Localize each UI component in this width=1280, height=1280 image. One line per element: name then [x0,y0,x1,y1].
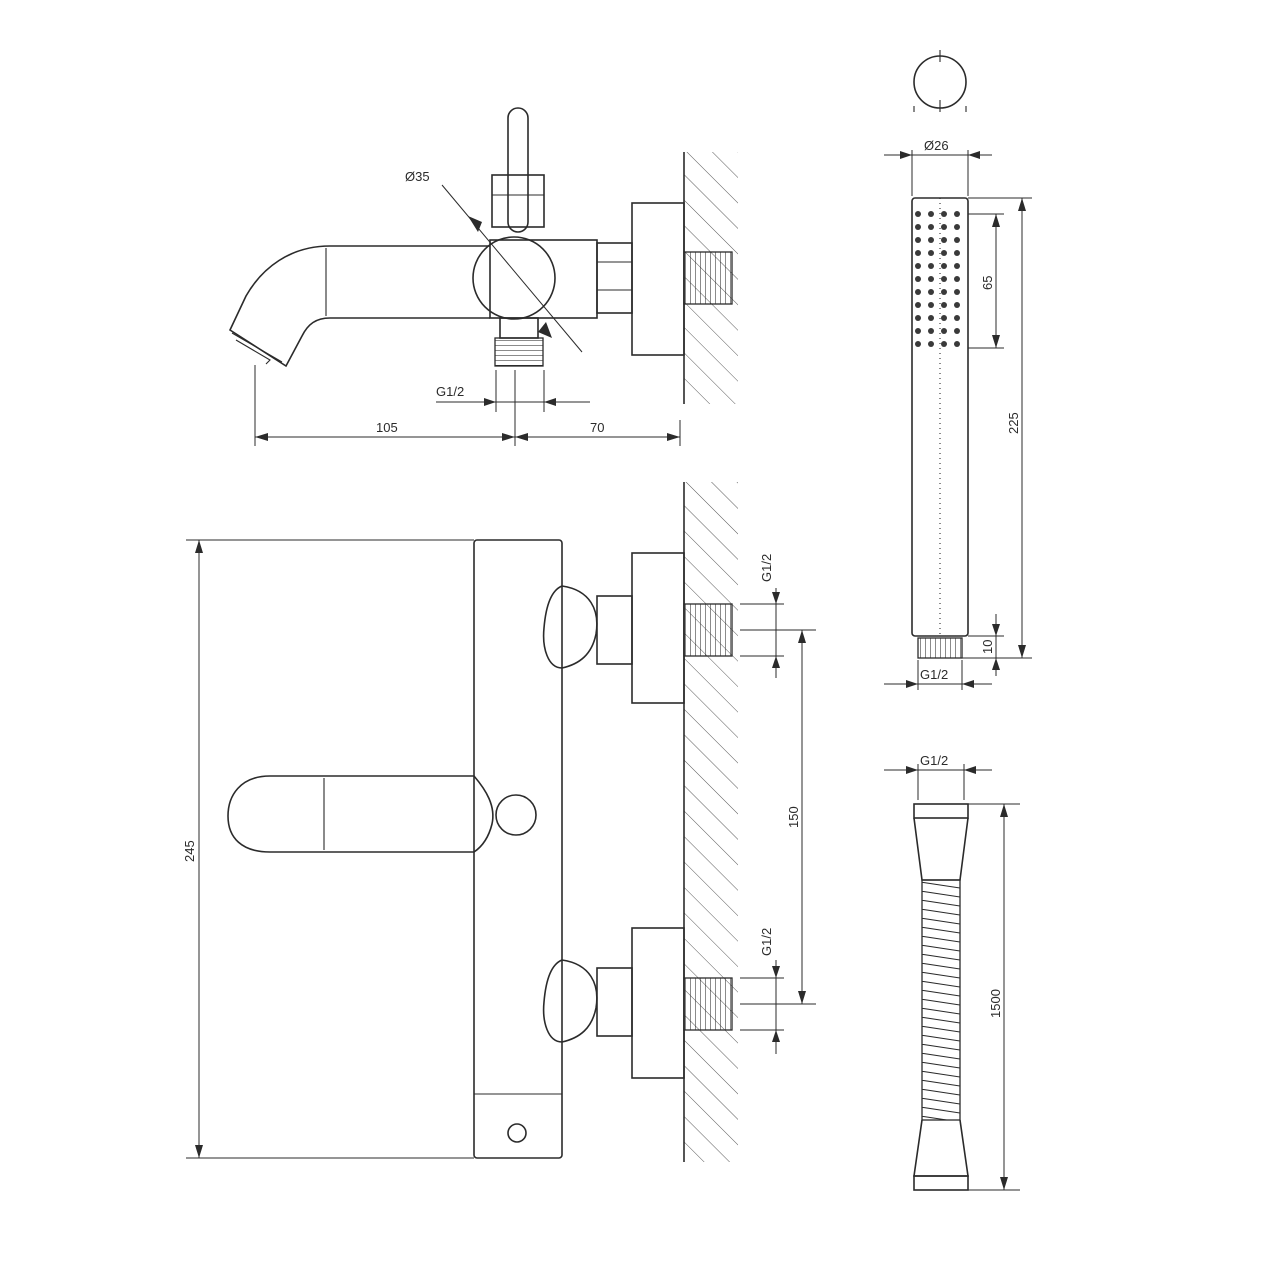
label-dim-spray: 65 [980,276,995,290]
wall-plate-lower [631,927,685,1079]
nozzle-dot [928,328,934,334]
label-thread-top: G1/2 [436,384,464,399]
nozzle-dot [915,341,921,347]
nozzle-dot [941,328,947,334]
nozzle-dot [954,302,960,308]
label-dim-thread-length: 10 [980,640,995,654]
nozzle-dot [928,263,934,269]
nozzle-dot [941,302,947,308]
nozzle-dot [915,276,921,282]
nozzle-dot [915,302,921,308]
nozzle-dot [941,224,947,230]
nozzle-dot [954,263,960,269]
nozzle-dot [941,341,947,347]
thermostat-body [473,539,563,1159]
wall-thread [683,251,733,305]
nozzle-dot [941,276,947,282]
label-dim-shower-length: 225 [1006,412,1021,434]
label-thread-shower: G1/2 [920,667,948,682]
diverter-knob [472,236,556,320]
nozzle-dot [954,289,960,295]
nozzle-dot [954,211,960,217]
nozzle-dot [954,341,960,347]
wall-plate-upper [631,552,685,704]
label-diameter-shower: Ø26 [924,138,949,153]
hose-top-cone [913,817,969,881]
hose-coil [921,879,961,1121]
inlet-thread-upper [683,603,733,657]
nozzle-dot [928,341,934,347]
hose-bottom-nut [913,1175,969,1191]
bath-spout [228,245,490,368]
nozzle-dot [928,302,934,308]
label-dim-centers: 150 [786,806,801,828]
nozzle-dot [915,211,921,217]
nozzle-dot [915,263,921,269]
nozzle-dot [915,250,921,256]
inlet-arm-lower [542,959,598,1043]
inlet-thread-lower [683,977,733,1031]
wall-hatch-bottom [684,482,738,1162]
nozzle-dot [954,276,960,282]
nozzle-dot [915,289,921,295]
label-thread-lower: G1/2 [759,928,774,956]
hand-shower-view: Ø26 65 225 10 G1/2 [884,50,1032,690]
nozzle-dot [915,237,921,243]
side-view: Ø35 G1/2 105 70 [228,107,738,446]
mixer-handle [227,775,474,853]
nozzle-dot [941,263,947,269]
hand-shower-thread [917,637,963,659]
nozzle-dot [941,289,947,295]
nozzle-dot [954,328,960,334]
nozzle-dot [954,237,960,243]
nozzle-dot [915,328,921,334]
front-view: 245 G1/2 150 G1/2 [182,482,816,1162]
temperature-button [495,794,537,836]
nozzle-dot [928,237,934,243]
nozzle-dot [954,315,960,321]
label-thread-upper: G1/2 [759,554,774,582]
label-thread-hose: G1/2 [920,753,948,768]
wall-plate [631,202,685,356]
nozzle-dot [954,250,960,256]
bottom-thread [494,337,544,367]
nozzle-dot [928,289,934,295]
nozzle-dot [928,224,934,230]
nozzle-dot [941,315,947,321]
lever-stem [507,107,529,233]
label-dim-height: 245 [182,840,197,862]
hose-view: G1/2 1500 [884,753,1020,1191]
hose-top-nut [913,803,969,819]
mixer-body [489,239,598,319]
nozzle-dot [928,250,934,256]
label-dim-hose-length: 1500 [988,989,1003,1018]
lever-collar [491,174,545,228]
spray-nozzles [915,211,960,347]
nozzle-dot [928,276,934,282]
nozzle-dot [928,315,934,321]
label-dim-spout: 105 [376,420,398,435]
nozzle-dot [915,315,921,321]
inlet-arm-upper [542,585,598,669]
eccentric-connector [596,242,633,314]
nozzle-dot [954,224,960,230]
nozzle-dot [941,211,947,217]
label-diameter-knob: Ø35 [405,169,430,184]
hose-bottom-cone [913,1119,969,1177]
nozzle-dot [915,224,921,230]
nozzle-dot [941,250,947,256]
nozzle-dot [928,211,934,217]
nozzle-dot [941,237,947,243]
bottom-screw [507,1123,527,1143]
label-dim-offset: 70 [590,420,604,435]
